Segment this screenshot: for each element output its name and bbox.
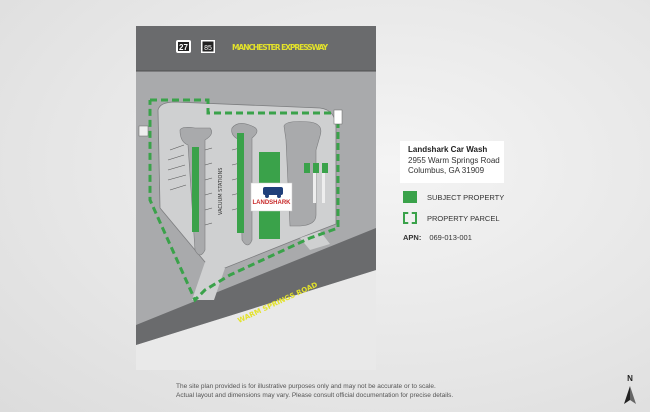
- land-south: [136, 270, 376, 370]
- vacuum-station-strip: [192, 147, 199, 232]
- warm-springs-road: [136, 228, 376, 345]
- legend-property-parcel: PROPERTY PARCEL: [403, 212, 500, 224]
- disclaimer-line: The site plan provided is for illustrati…: [176, 383, 436, 390]
- entrance-marker: [138, 125, 149, 137]
- svg-text:85: 85: [204, 45, 212, 52]
- svg-text:27: 27: [179, 43, 188, 52]
- disclaimer-line: Actual layout and dimensions may vary. P…: [176, 392, 454, 399]
- property-parcel-outline: [148, 98, 340, 303]
- property-address-line1: 2955 Warm Springs Road: [408, 155, 500, 165]
- vacuum-stations-label: VACUUM STATIONS: [218, 168, 224, 215]
- vacuum-station-strip: [237, 133, 244, 233]
- us-route-27-shield: 27: [176, 40, 191, 53]
- parking-island: [231, 123, 258, 246]
- parking-island: [283, 121, 322, 227]
- property-address-line2: Columbus, GA 31909: [408, 166, 485, 175]
- legend-subject-label: SUBJECT PROPERTY: [427, 192, 505, 202]
- apn: APN: 069-013-001: [403, 233, 472, 242]
- manchester-expressway-label: MANCHESTER EXPRESSWAY: [232, 43, 329, 52]
- state-route-85-shield: 85: [201, 40, 215, 53]
- apn-label: APN:: [403, 233, 422, 242]
- legend-subject-property: SUBJECT PROPERTY: [403, 191, 504, 203]
- landshark-logo: LANDSHARK: [250, 182, 293, 212]
- parking-stalls: [167, 144, 241, 226]
- property-info-box: Landshark Car Wash 2955 Warm Springs Roa…: [400, 141, 504, 183]
- parcel-swatch-icon: [403, 212, 417, 224]
- property-name: Landshark Car Wash: [408, 145, 488, 154]
- svg-text:LANDSHARK: LANDSHARK: [253, 200, 292, 206]
- north-arrow-icon: [624, 386, 630, 404]
- disclaimer: The site plan provided is for illustrati…: [176, 382, 453, 400]
- apn-value: 069-013-001: [429, 233, 472, 242]
- north-label: N: [627, 374, 633, 383]
- subject-swatch-icon: [403, 191, 417, 203]
- legend-parcel-label: PROPERTY PARCEL: [427, 213, 500, 223]
